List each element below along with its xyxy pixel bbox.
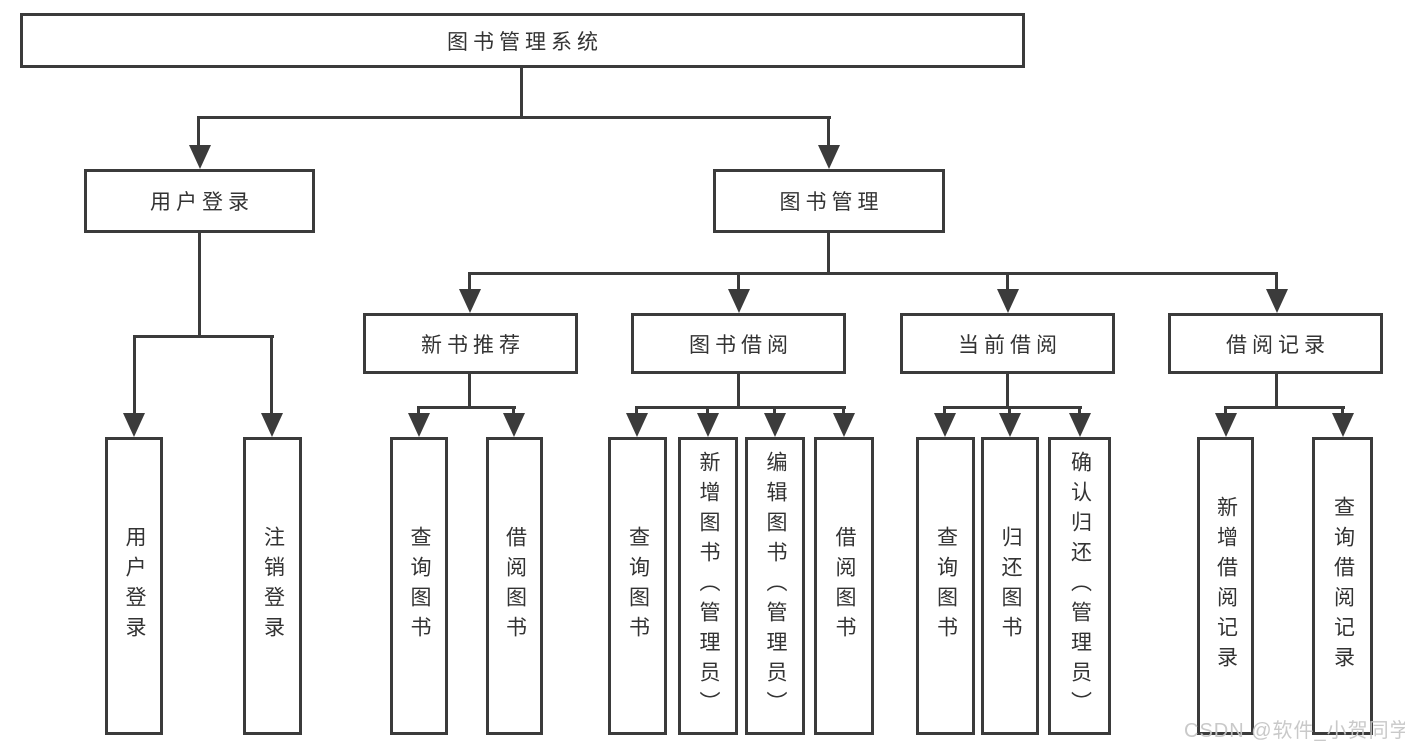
arrowhead-to-user-login [189,145,211,169]
leaf-add-book-admin: 新增图书（管理员） [678,437,738,735]
arrowhead-to-leaf-query-book-current [934,413,956,437]
leaf-logout: 注销登录 [243,437,302,735]
connector-arrow-stem [943,406,946,416]
arrowhead-to-leaf-borrow-book [833,413,855,437]
connector-user-login-rail [133,335,274,338]
connector-arrow-stem [1006,272,1009,291]
connector-curborrow-rail [943,406,1082,409]
arrowhead-to-leaf-confirm-return [1069,413,1091,437]
arrowhead-to-leaf-add-borrow-record [1215,413,1237,437]
node-book-management-system: 图书管理系统 [20,13,1025,68]
leaf-borrow-book-recommend: 借阅图书 [486,437,543,735]
node-borrow-record: 借阅记录 [1168,313,1383,374]
arrowhead-to-leaf-query-borrow-record [1332,413,1354,437]
leaf-query-borrow-record: 查询借阅记录 [1312,437,1373,735]
connector-borrowrec-stem [1275,371,1278,409]
arrowhead-to-book-management [818,145,840,169]
leaf-add-borrow-record: 新增借阅记录 [1197,437,1254,735]
leaf-query-book-borrow: 查询图书 [608,437,667,735]
connector-arrow-stem [773,406,776,416]
node-current-borrow: 当前借阅 [900,313,1115,374]
connector-bookborrow-rail [635,406,846,409]
arrowhead-to-leaf-user-login [123,413,145,437]
connector-level3-rail [468,272,1278,275]
arrowhead-to-leaf-query-book-borrow [626,413,648,437]
arrowhead-to-leaf-borrow-book-recommend [503,413,525,437]
connector-arrow-stem [1078,406,1081,416]
connector-arrow-stem [1224,406,1227,416]
connector-book-mgmt-stem [827,231,830,275]
connector-user-login-stem [198,231,201,337]
connector-arrow-stem [468,272,471,291]
leaf-user-login: 用户登录 [105,437,163,735]
arrowhead-to-borrow-record [1266,289,1288,313]
node-user-login: 用户登录 [84,169,315,233]
arrowhead-to-leaf-logout [261,413,283,437]
connector-arrow-stem [842,406,845,416]
leaf-borrow-book: 借阅图书 [814,437,874,735]
connector-arrow-stem [270,335,273,413]
connector-bookborrow-stem [737,371,740,409]
connector-arrow-stem [512,406,515,416]
arrowhead-to-leaf-edit-book [764,413,786,437]
leaf-query-book-current: 查询图书 [916,437,975,735]
connector-arrow-stem [1341,406,1344,416]
connector-arrow-stem [737,272,740,291]
connector-root-stem [520,66,523,118]
arrowhead-to-current-borrow [997,289,1019,313]
connector-newrec-stem [468,371,471,409]
connector-arrow-stem [133,335,136,413]
leaf-confirm-return-admin: 确认归还（管理员） [1048,437,1111,735]
connector-arrow-stem [827,116,830,145]
node-book-management: 图书管理 [713,169,945,233]
connector-curborrow-stem [1006,371,1009,409]
connector-arrow-stem [706,406,709,416]
connector-arrow-stem [635,406,638,416]
connector-borrowrec-rail [1224,406,1345,409]
connector-arrow-stem [417,406,420,416]
arrowhead-to-leaf-query-book-recommend [408,413,430,437]
arrowhead-to-leaf-return-book [999,413,1021,437]
leaf-edit-book-admin: 编辑图书（管理员） [745,437,805,735]
arrowhead-to-new-book-recommend [459,289,481,313]
connector-arrow-stem [197,116,200,145]
csdn-watermark: CSDN @软件_小贺同学 [1184,720,1405,742]
connector-newrec-rail [417,406,516,409]
connector-arrow-stem [1275,272,1278,291]
arrowhead-to-leaf-add-book [697,413,719,437]
leaf-return-book: 归还图书 [981,437,1039,735]
connector-arrow-stem [1008,406,1011,416]
leaf-query-book-recommend: 查询图书 [390,437,448,735]
arrowhead-to-book-borrow [728,289,750,313]
node-new-book-recommend: 新书推荐 [363,313,578,374]
node-book-borrow: 图书借阅 [631,313,846,374]
connector-level1-rail [197,116,831,119]
